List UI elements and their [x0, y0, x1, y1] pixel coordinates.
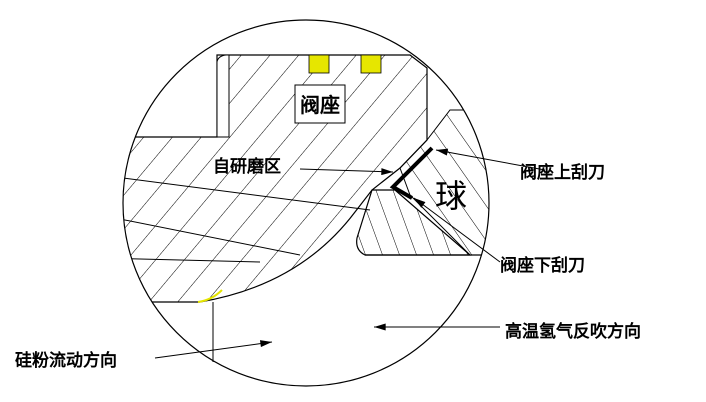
seat-body — [123, 54, 428, 303]
hydrogen-backflush-label: 高温氢气反吹方向 — [505, 321, 641, 342]
scraper-edge — [389, 146, 434, 200]
self-grinding-zone-label: 自研磨区 — [213, 156, 281, 177]
silicon-flow-label: 硅粉流动方向 — [15, 350, 117, 371]
seat-label: 阀座 — [300, 93, 340, 117]
ball — [399, 109, 489, 256]
detail-circle — [122, 19, 490, 387]
lower-scraper-label: 阀座下刮刀 — [500, 255, 585, 276]
seat-slot — [216, 54, 230, 138]
seal-arc — [197, 289, 223, 303]
seal-2 — [360, 54, 382, 74]
upper-scraper-label: 阀座上刮刀 — [520, 162, 605, 183]
ball-label: 球 — [435, 177, 467, 215]
seal-1 — [308, 54, 330, 74]
